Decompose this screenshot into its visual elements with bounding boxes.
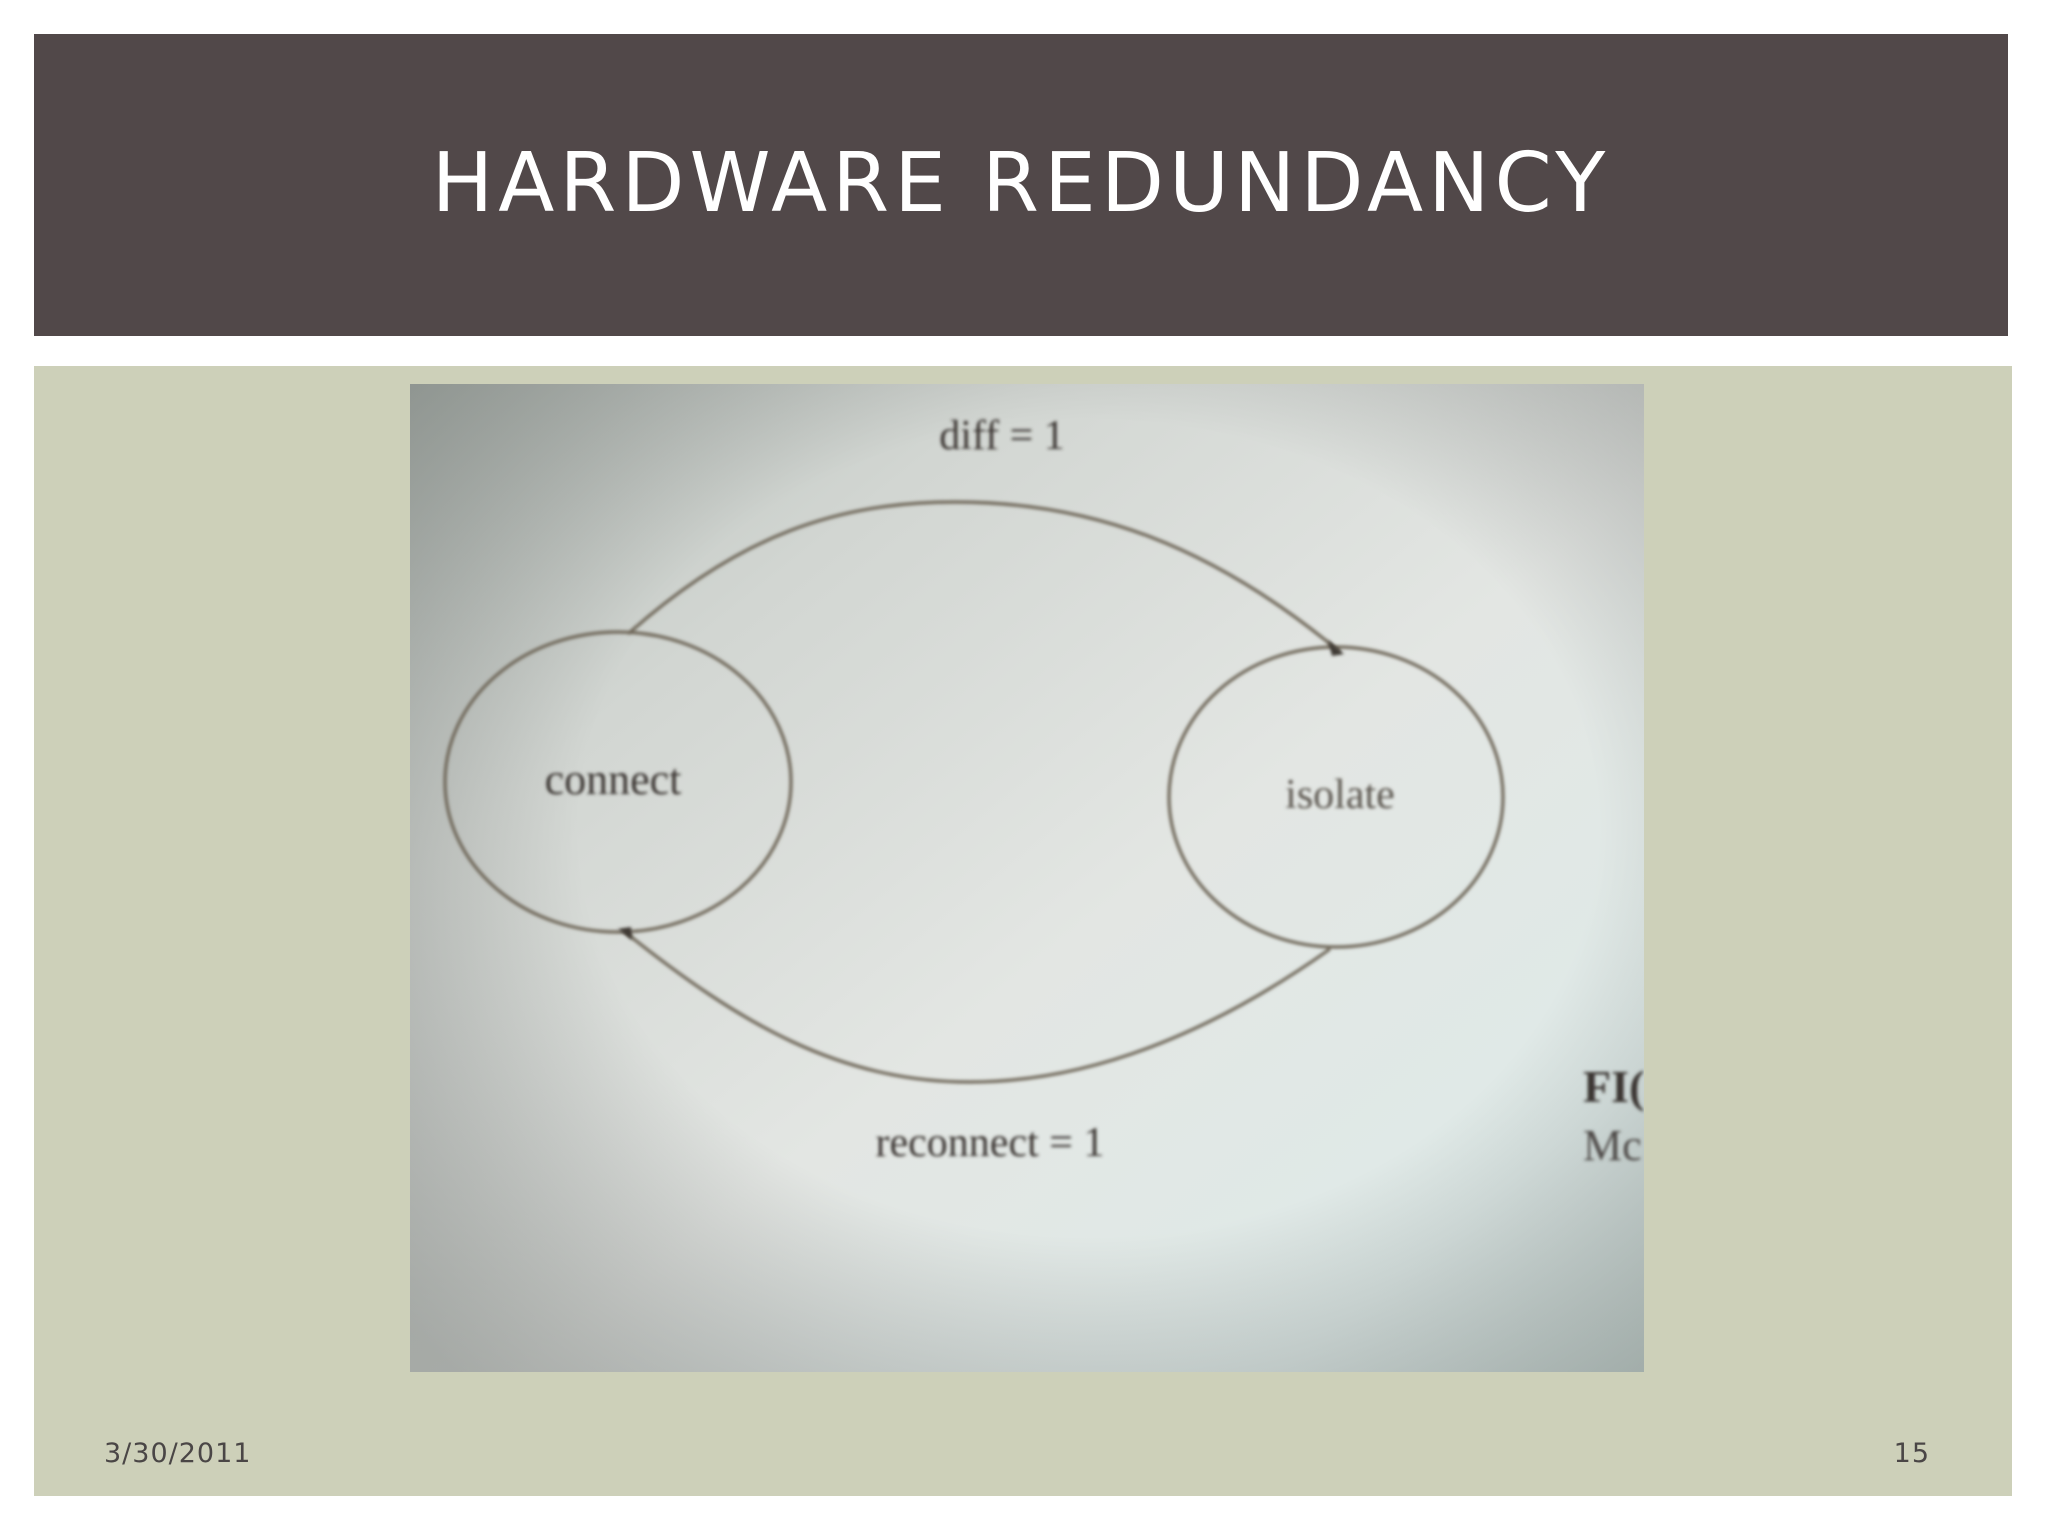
slide-title: HARDWARE REDUNDANCY bbox=[431, 135, 1611, 231]
edge-diff bbox=[626, 500, 1342, 654]
edge-label-reconnect: reconnect = 1 bbox=[876, 1120, 1105, 1166]
title-bar: HARDWARE REDUNDANCY bbox=[34, 34, 2008, 336]
photo-vignette bbox=[410, 384, 1644, 1372]
arrowhead-to-isolate bbox=[1328, 640, 1344, 656]
edge-label-diff: diff = 1 bbox=[939, 413, 1065, 459]
node-label-connect: connect bbox=[545, 755, 682, 804]
node-label-isolate: isolate bbox=[1285, 772, 1395, 818]
cropped-caption-line2: Mc bbox=[1583, 1121, 1642, 1170]
arrowhead-to-connect bbox=[618, 927, 632, 940]
state-diagram: diff = 1 connect isolate reconnect = 1 F… bbox=[410, 384, 1644, 1372]
diagram-photo: diff = 1 connect isolate reconnect = 1 F… bbox=[410, 384, 1644, 1372]
cropped-caption-line1: FI( bbox=[1583, 1061, 1644, 1112]
footer-page-number: 15 bbox=[1893, 1438, 1930, 1469]
edge-reconnect bbox=[624, 930, 1331, 1084]
footer-date: 3/30/2011 bbox=[104, 1438, 252, 1469]
node-connect bbox=[443, 630, 793, 934]
